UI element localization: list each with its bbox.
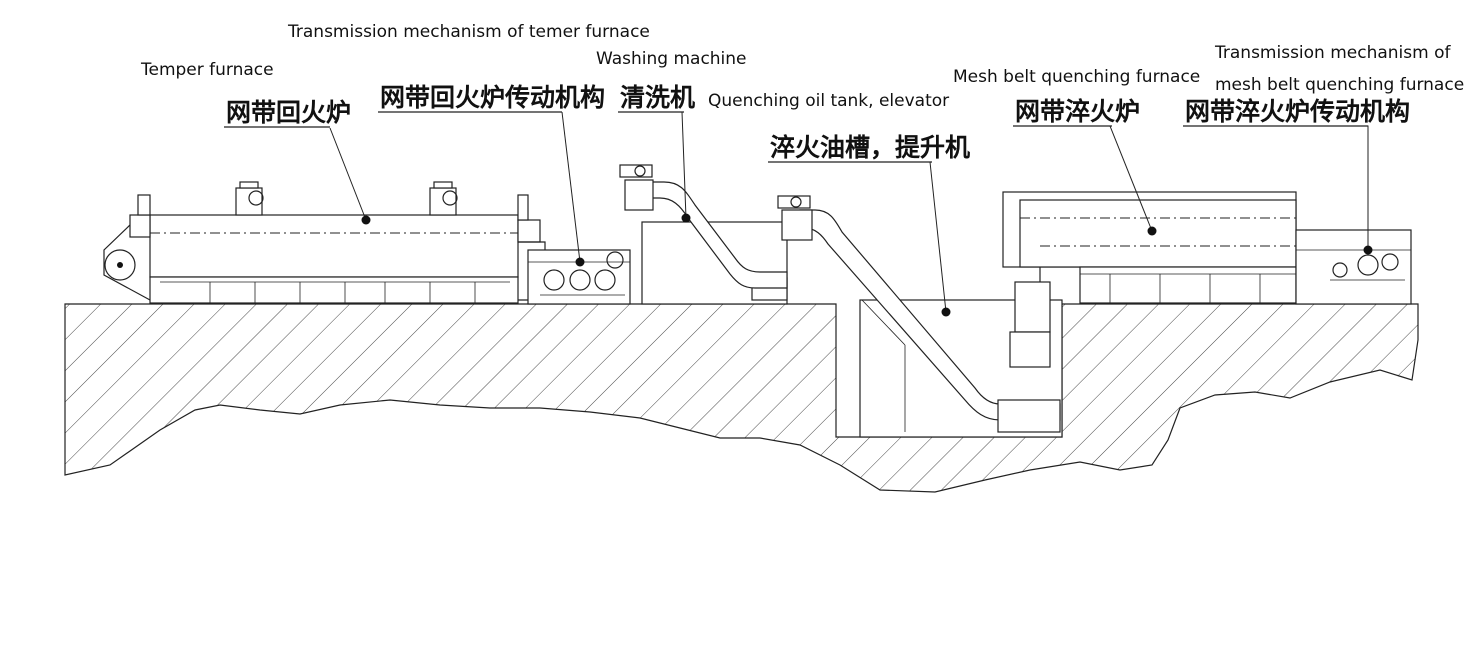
quench-transmission-label-en-2: mesh belt quenching furnace	[1215, 75, 1464, 95]
quench-transmission	[1295, 229, 1412, 305]
temper-furnace-label-en: Temper furnace	[140, 60, 274, 80]
temper-transmission-label-en: Transmission mechanism of temer furnace	[287, 22, 650, 42]
washing-machine-label-zh: 清洗机	[620, 83, 695, 112]
quench-elevator	[777, 195, 1061, 433]
ground-left	[64, 303, 1419, 493]
temper-transmission-label-zh: 网带回火炉传动机构	[380, 83, 605, 112]
temper-furnace-label-zh: 网带回火炉	[226, 98, 351, 127]
temper-furnace	[103, 181, 546, 304]
washing-machine	[619, 164, 788, 305]
quench-transmission-label-en-1: Transmission mechanism of	[1214, 43, 1452, 63]
quench-tank-label-zh: 淬火油槽，提升机	[770, 133, 970, 162]
quench-transmission-label-zh: 网带淬火炉传动机构	[1185, 97, 1410, 126]
quench-tank-label-en: Quenching oil tank, elevator	[708, 91, 949, 111]
quench-furnace-label-zh: 网带淬火炉	[1015, 97, 1140, 126]
quench-furnace-label-en: Mesh belt quenching furnace	[953, 67, 1200, 87]
washing-machine-label-en: Washing machine	[596, 49, 747, 69]
